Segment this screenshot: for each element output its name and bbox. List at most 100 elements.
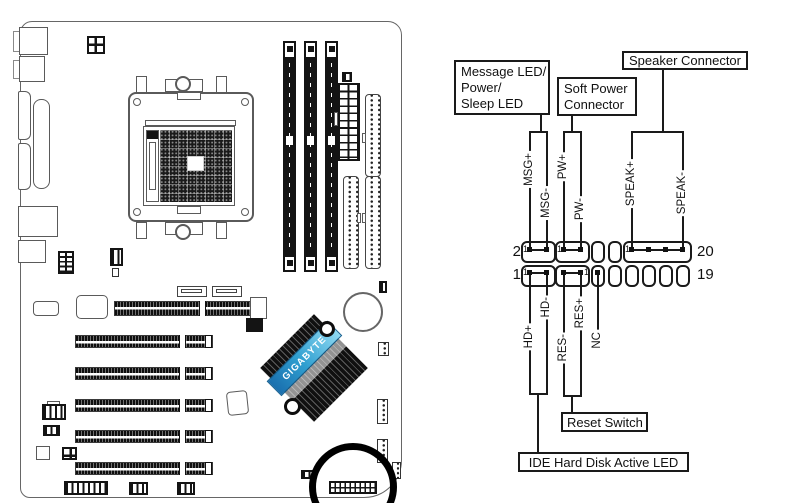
dimm-mid-latch <box>325 136 338 145</box>
agp-slot <box>114 301 264 316</box>
pin <box>663 247 668 252</box>
pin <box>578 270 583 275</box>
label-text: Reset Switch <box>567 415 643 430</box>
pin <box>561 247 566 252</box>
dimm-mid-latch <box>283 136 296 145</box>
pin <box>629 247 634 252</box>
cpu-socket-bar <box>145 120 236 126</box>
io-port <box>18 240 46 263</box>
label-line: Power/ <box>461 80 502 95</box>
heatsink-clip <box>319 321 335 337</box>
label-line: Message LED/ <box>461 64 547 79</box>
pci-key <box>179 399 186 412</box>
dimm-latch <box>283 255 296 272</box>
bottom-pin-header <box>64 481 108 495</box>
pci-cap <box>205 399 212 412</box>
wire-pw-minus <box>580 131 582 251</box>
pci-slot-2 <box>75 367 213 380</box>
cpu-pin-grid <box>160 130 232 202</box>
audio-ports <box>18 206 58 237</box>
wire <box>529 131 548 133</box>
floppy-connector <box>343 176 359 269</box>
pin-cell <box>608 241 622 263</box>
pin1-marker: 1 <box>523 244 529 254</box>
wire <box>563 131 582 133</box>
pci-cap <box>205 367 212 380</box>
pin-group-speaker <box>623 241 692 263</box>
pin1-marker: 1 <box>625 244 631 254</box>
pin <box>646 247 651 252</box>
cpu-screw-hole <box>241 98 249 106</box>
pin-cell <box>659 265 673 287</box>
label-text: Speaker Connector <box>628 53 741 68</box>
dimm-latch-mark <box>308 260 314 266</box>
heatsink-clip <box>284 398 301 415</box>
pci-cap <box>205 335 212 348</box>
parallel-port <box>33 99 50 189</box>
ps2-ports <box>19 27 48 55</box>
cpu-socket-key <box>147 131 158 139</box>
cpu-retention-tab <box>136 222 147 239</box>
atx-power-connector <box>338 83 360 161</box>
pin <box>578 247 583 252</box>
dimm-latch-mark <box>287 46 293 52</box>
cpu-screw-hole <box>241 208 249 216</box>
pci-slot-1 <box>75 335 213 348</box>
pin-label-nc: NC <box>590 330 605 351</box>
dimm-slot-2 <box>304 59 317 255</box>
cpu-retention-tab <box>216 76 227 93</box>
serial-port <box>18 91 31 140</box>
dimm-latch <box>304 255 317 272</box>
label-line: Sleep LED <box>461 96 524 111</box>
bios-chip <box>76 295 108 319</box>
dimm-latch <box>325 41 338 59</box>
label-box-ide-led: IDE Hard Disk Active LED <box>518 452 689 472</box>
dimm-latch <box>325 255 338 272</box>
agp-key <box>199 301 206 316</box>
cpu-socket-lever-slot <box>149 142 156 190</box>
ic-chip <box>225 389 250 417</box>
ide-connector-1 <box>365 94 381 177</box>
fan-header <box>110 248 123 266</box>
dimm-key-line <box>288 63 290 251</box>
dimm-mid-latch <box>304 136 317 145</box>
wire <box>540 114 542 132</box>
pin1-marker: 1 <box>584 267 590 277</box>
usb-header <box>377 399 388 424</box>
agp-latch-foot <box>246 318 263 332</box>
pin-cell <box>608 265 622 287</box>
pci-slot-5 <box>75 462 213 475</box>
label-line: Soft Power <box>564 81 628 96</box>
cpu-screw-hole <box>133 208 141 216</box>
wire <box>537 393 539 452</box>
wire <box>571 395 573 412</box>
dimm-latch <box>304 41 317 59</box>
pin-label-res-plus: RES+ <box>573 296 588 331</box>
ide-connector-2 <box>365 176 381 269</box>
pin <box>527 270 532 275</box>
dimm-latch-mark <box>329 46 335 52</box>
pin-cell <box>591 241 605 263</box>
pci-cap <box>205 462 212 475</box>
pin-cell <box>676 265 690 287</box>
pin-cell <box>642 265 656 287</box>
row-number-1: 1 <box>512 266 521 283</box>
pin <box>561 270 566 275</box>
atx-tab <box>334 112 338 126</box>
jumper-3pin <box>43 425 60 436</box>
bottom-pin-header <box>129 482 148 495</box>
cpu-clip-hole <box>175 76 191 92</box>
pci-key <box>179 367 186 380</box>
cpu-center-pad <box>187 156 204 171</box>
pin <box>527 247 532 252</box>
label-box-soft-power: Soft Power Connector <box>557 77 637 116</box>
pci-key <box>179 335 186 348</box>
wire-hd-minus <box>546 274 548 393</box>
cpu-frame-notch <box>177 206 201 214</box>
cpu-retention-tab <box>216 222 227 239</box>
highlight-circle <box>309 443 397 503</box>
cpu-clip-hole <box>175 224 191 240</box>
dimm-latch-mark <box>287 260 293 266</box>
dimm-latch-mark <box>308 46 314 52</box>
dimm-key-line <box>330 63 332 251</box>
